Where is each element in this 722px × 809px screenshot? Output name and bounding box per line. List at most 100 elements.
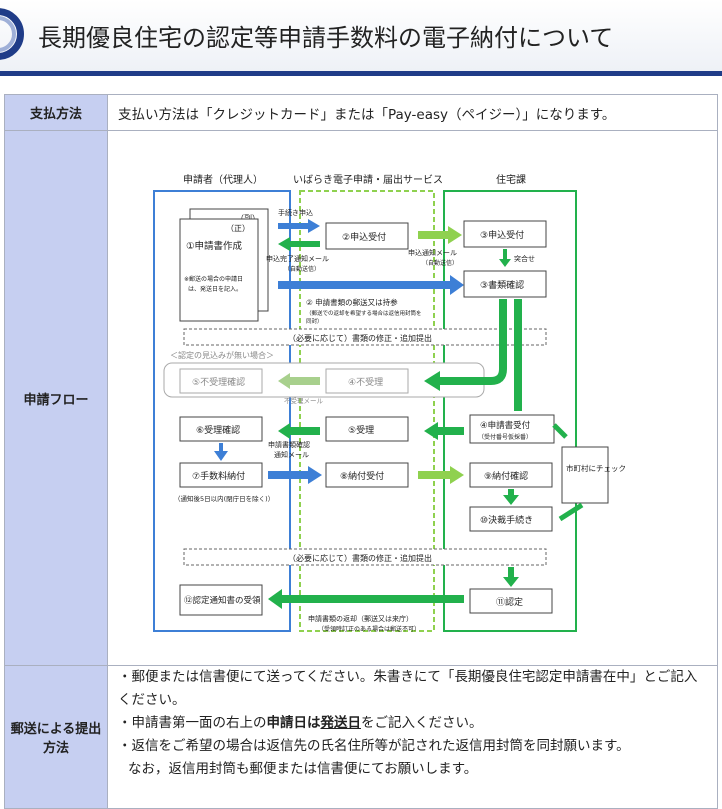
mail-line-2-pre: ・申請書第一面の右上の	[118, 715, 267, 731]
arrow-completion-mail	[278, 237, 320, 251]
arrow-fee-pay	[268, 466, 322, 484]
arrow-to-city	[552, 423, 568, 439]
mail-docs-note-2: 同封）	[306, 317, 323, 325]
page-title: 長期優良住宅の認定等申請手数料の電子納付について	[38, 24, 614, 52]
doc-note-1: ※郵送の場合の申請日	[184, 275, 243, 283]
arrow-accept-mail	[278, 423, 320, 439]
flow-diagram: 申請者（代理人） いばらき電子申請・届出サービス 住宅課 （副） （正） ①申請…	[153, 173, 626, 633]
mail-docs-note-1: （郵送での返却を希望する場合は返信用封筒を	[306, 309, 422, 317]
flow-cell: 申請者（代理人） いばらき電子申請・届出サービス 住宅課 （副） （正） ①申請…	[107, 130, 718, 666]
fee-pay: ⑦手数料納付	[192, 470, 245, 482]
box-accept	[325, 416, 409, 442]
box-fix-submit	[183, 328, 547, 346]
arrow-return-docs	[268, 589, 464, 609]
return-docs: 申請書類の返却（郵送又は来庁）	[308, 614, 413, 623]
housing-receive: ③申込受付	[480, 229, 524, 241]
pay-confirm: ⑨納付確認	[484, 470, 528, 482]
certify: ⑪認定	[496, 596, 523, 608]
box-reject	[325, 368, 409, 394]
accept: ⑤受理	[348, 424, 374, 436]
box-accept-confirm	[179, 416, 263, 442]
pay-receive: ⑧納付受付	[340, 470, 384, 482]
arrow-pay-receive	[418, 466, 464, 484]
flow-label: 申請フロー	[4, 130, 108, 666]
table-row-mail-method: 郵送による提出方法 ・郵便または信書便にて送ってください。朱書きにて「長期優良住…	[4, 665, 718, 809]
arrow-reject-mail	[278, 373, 320, 389]
copy-main-label: （正）	[226, 224, 250, 233]
table-row-flow: 申請フロー 申請者（代理人） いばらき電子申請・届出サービス 住宅課 （副） （…	[4, 130, 718, 666]
auto-send-2: （自動送信）	[422, 259, 458, 267]
arrow-decision-down	[503, 567, 519, 587]
mail-method-text: ・郵便または信書便にて送ってください。朱書きにて「長期優良住宅認定申請書在中」と…	[107, 665, 718, 809]
box-doc-check	[463, 270, 547, 298]
doc-copy-main	[179, 218, 259, 322]
arrow-matching	[499, 249, 511, 267]
box-city-check	[561, 446, 609, 504]
arrow-procedure-apply	[278, 219, 320, 233]
mail-line-2-post: をご記入ください。	[361, 715, 483, 731]
table-row-payment: 支払方法 支払い方法は「クレジットカード」または「Pay-easy（ペイジー）」…	[4, 94, 718, 131]
box-fee-pay	[179, 462, 263, 488]
reject-confirm: ⑤不受理確認	[192, 376, 245, 388]
payment-text: 支払い方法は「クレジットカード」または「Pay-easy（ペイジー）」になります…	[107, 94, 718, 131]
info-table: 支払方法 支払い方法は「クレジットカード」または「Pay-easy（ペイジー）」…	[4, 94, 718, 809]
arrow-pay-down	[503, 489, 519, 505]
decision: ⑩決裁手続き	[480, 514, 533, 526]
box-certify	[469, 588, 553, 614]
accept-mail-2: 通知メール	[274, 450, 309, 459]
procedure-apply: 手続き申込	[278, 208, 313, 217]
arrow-mail-docs	[278, 275, 464, 295]
accept-confirm: ⑥受理確認	[196, 424, 240, 436]
box-decision	[469, 506, 553, 532]
matching: 突合せ	[514, 254, 535, 263]
box-cert-receive	[179, 584, 263, 616]
box-fix-submit-2	[183, 548, 547, 566]
no-prospect: ＜認定の見込みが無い場合＞	[170, 350, 274, 360]
arrow-apply-notice	[418, 226, 462, 244]
mail-line-3: ・返信をご希望の場合は返信先の氏名住所等が記された返信用封筒を同封願います。	[118, 738, 630, 754]
mail-method-label: 郵送による提出方法	[4, 665, 108, 809]
arrow-accept	[424, 422, 464, 440]
box-reject-confirm	[179, 368, 263, 394]
mail-line-2: ・申請書第一面の右上の申請日は発送日をご記入ください。	[118, 712, 707, 735]
mail-line-2-bold-2: 発送日	[320, 715, 362, 731]
doc-note-2: は、発送日を記入。	[188, 285, 242, 293]
box-housing-receive	[463, 220, 547, 248]
box-apply-receive	[325, 222, 409, 250]
apply-notice-mail: 申込通知メール	[408, 248, 457, 257]
fee-note: （通知後5日以内(閉庁日を除く)）	[174, 494, 274, 503]
apply-receive: ②申込受付	[342, 231, 386, 243]
completion-mail: 申込完了通知メール	[266, 254, 329, 263]
fix-submit: （必要に応じて）書類の修正・追加提出	[288, 333, 432, 343]
col-service: いばらき電子申請・届出サービス	[293, 173, 443, 186]
doc-receive-note: （受付番号仮採番）	[478, 433, 532, 441]
return-note: （受領時訂正のある場合は郵送不可）	[318, 625, 420, 633]
mail-line-2-bold-1: 申請日は	[266, 715, 321, 731]
accept-mail-1: 申請書類確認	[268, 440, 310, 449]
col-applicant: 申請者（代理人）	[183, 173, 263, 186]
city-check: 市町村にチェック	[566, 463, 626, 473]
fix-submit-2: （必要に応じて）書類の修正・追加提出	[288, 553, 432, 563]
auto-send-1: （自動送信）	[284, 265, 320, 273]
payment-label: 支払方法	[4, 94, 108, 131]
arrow-reject-head	[424, 371, 440, 391]
lane-service	[299, 190, 435, 632]
reject: ④不受理	[348, 376, 383, 388]
doc-title: ①申請書作成	[186, 240, 243, 252]
lane-applicant	[153, 190, 291, 632]
cert-receive: ⑫認定通知書の受領	[184, 595, 261, 606]
box-pay-confirm	[469, 462, 553, 488]
arrow-confirm-down	[214, 443, 228, 461]
reject-mail: 不受理メール	[284, 396, 324, 405]
mail-line-4: なお，返信用封筒も郵便または信書便にてお願いします。	[128, 761, 478, 777]
box-doc-receive	[469, 414, 555, 444]
arrow-city-back	[558, 502, 584, 522]
box-pay-receive	[325, 462, 409, 488]
mail-docs: ② 申請書類の郵送又は持参	[306, 297, 398, 307]
page-header: 長期優良住宅の認定等申請手数料の電子納付について	[0, 0, 722, 76]
lane-housing	[443, 190, 577, 632]
mail-line-1: ・郵便または信書便にて送ってください。朱書きにて「長期優良住宅認定申請書在中」と…	[118, 669, 698, 708]
arrow-reject-curve	[438, 299, 507, 385]
col-housing: 住宅課	[496, 173, 526, 186]
doc-receive: ④申請書受付	[480, 420, 531, 431]
